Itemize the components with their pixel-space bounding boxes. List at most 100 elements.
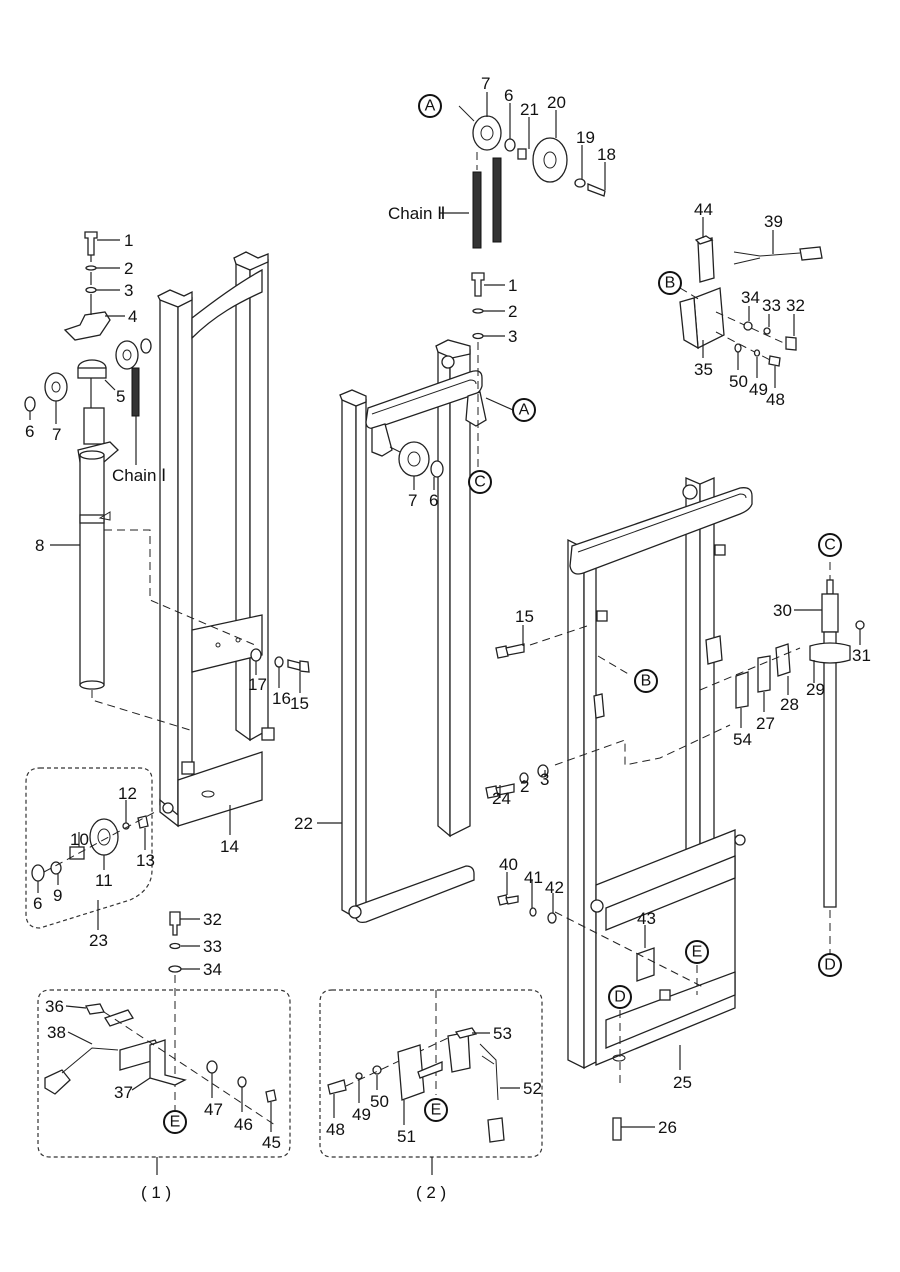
callout: 22 [294, 814, 313, 833]
callout: 39 [764, 212, 783, 231]
inner-mast [567, 477, 753, 1070]
callout: 5 [116, 387, 125, 406]
callout: 40 [499, 855, 518, 874]
ref-b-right: B [658, 271, 682, 295]
assembly-line [554, 724, 731, 766]
outer-mast [157, 251, 275, 828]
svg-text:A: A [425, 98, 436, 115]
callout: 2 [124, 259, 133, 278]
callout: 32 [203, 910, 222, 929]
callout: 52 [523, 1079, 542, 1098]
callout: 21 [520, 100, 539, 119]
callout: Chain Ⅱ [388, 204, 446, 223]
callout: 3 [540, 770, 549, 789]
callout: 45 [262, 1133, 281, 1152]
svg-text:E: E [431, 1102, 442, 1119]
ref-a-mid: A [512, 398, 536, 422]
assembly-line [554, 911, 706, 989]
svg-text:D: D [614, 989, 626, 1006]
ref-b-mid: B [634, 669, 658, 693]
callout: 41 [524, 868, 543, 887]
callout: 29 [806, 680, 825, 699]
group-23-parts [31, 811, 156, 882]
svg-text:D: D [824, 957, 836, 974]
bolt-15-left [250, 648, 310, 673]
callout: 28 [780, 695, 799, 714]
callout: 50 [370, 1092, 389, 1111]
callout: 2 [508, 302, 517, 321]
svg-text:E: E [170, 1114, 181, 1131]
group-23-outline [25, 767, 153, 929]
svg-text:C: C [474, 474, 486, 491]
ref-c-right: C [818, 533, 842, 557]
callout: 6 [429, 491, 438, 510]
svg-text:E: E [692, 944, 703, 961]
callout: 51 [397, 1127, 416, 1146]
callout: 37 [114, 1083, 133, 1102]
callout: 23 [89, 931, 108, 950]
callout: 50 [729, 372, 748, 391]
callout: 13 [136, 851, 155, 870]
callout: 6 [33, 894, 42, 913]
group-1-label: ( 1 ) [141, 1183, 171, 1202]
assembly-line [91, 690, 191, 731]
callout: 46 [234, 1115, 253, 1134]
callout: 42 [545, 878, 564, 897]
callout: 17 [248, 675, 267, 694]
callout: 36 [45, 997, 64, 1016]
ref-e-group1: E [163, 1110, 187, 1134]
callout: 19 [576, 128, 595, 147]
callout: 11 [95, 871, 113, 890]
ref-e-mid: E [685, 940, 709, 964]
callout: 14 [220, 837, 239, 856]
callout: 47 [204, 1100, 223, 1119]
callout: 6 [504, 86, 513, 105]
svg-text:B: B [665, 275, 676, 292]
callout: 2 [520, 777, 529, 796]
callout: 7 [52, 425, 61, 444]
callout: 48 [766, 390, 785, 409]
pin-26 [612, 1117, 622, 1141]
svg-text:B: B [641, 673, 652, 690]
callout: 10 [70, 830, 89, 849]
callout: 33 [762, 296, 781, 315]
callout: 34 [741, 288, 760, 307]
callout: 3 [508, 327, 517, 346]
callout: 35 [694, 360, 713, 379]
callout: 48 [326, 1120, 345, 1139]
sensor-assembly-b [679, 235, 823, 367]
callout: 16 [272, 689, 291, 708]
callout: 6 [25, 422, 34, 441]
callout: 26 [658, 1118, 677, 1137]
ref-a-top: A [418, 94, 442, 118]
group-2-outline [319, 989, 543, 1158]
ref-d-mid: D [608, 985, 632, 1009]
callout: 49 [352, 1105, 371, 1124]
callout: 7 [481, 74, 490, 93]
callout: 12 [118, 784, 137, 803]
callout: 30 [773, 601, 792, 620]
group-1-outline [37, 989, 291, 1158]
group-2-label: ( 2 ) [416, 1183, 446, 1202]
callout-labels: 1 2 3 4 5 6 7 Chain Ⅰ 8 17 16 15 14 10 1… [25, 74, 871, 1202]
lift-cylinder-left [24, 231, 152, 690]
ref-e-group2: E [424, 1098, 448, 1122]
callout: 54 [733, 730, 752, 749]
callout: 20 [547, 93, 566, 112]
assembly-line [104, 529, 256, 646]
callout: 49 [749, 380, 768, 399]
callout: 7 [408, 491, 417, 510]
callout: 15 [515, 607, 534, 626]
cylinder-rod-30 [699, 562, 865, 955]
callout: 34 [203, 960, 222, 979]
intermediate-mast [339, 339, 487, 924]
callout: Chain Ⅰ [112, 466, 166, 485]
callout: 53 [493, 1024, 512, 1043]
callout: 38 [47, 1023, 66, 1042]
ref-c-mid: C [468, 470, 492, 494]
callout: 15 [290, 694, 309, 713]
callout: 27 [756, 714, 775, 733]
callout: 4 [128, 307, 137, 326]
callout: 18 [597, 145, 616, 164]
